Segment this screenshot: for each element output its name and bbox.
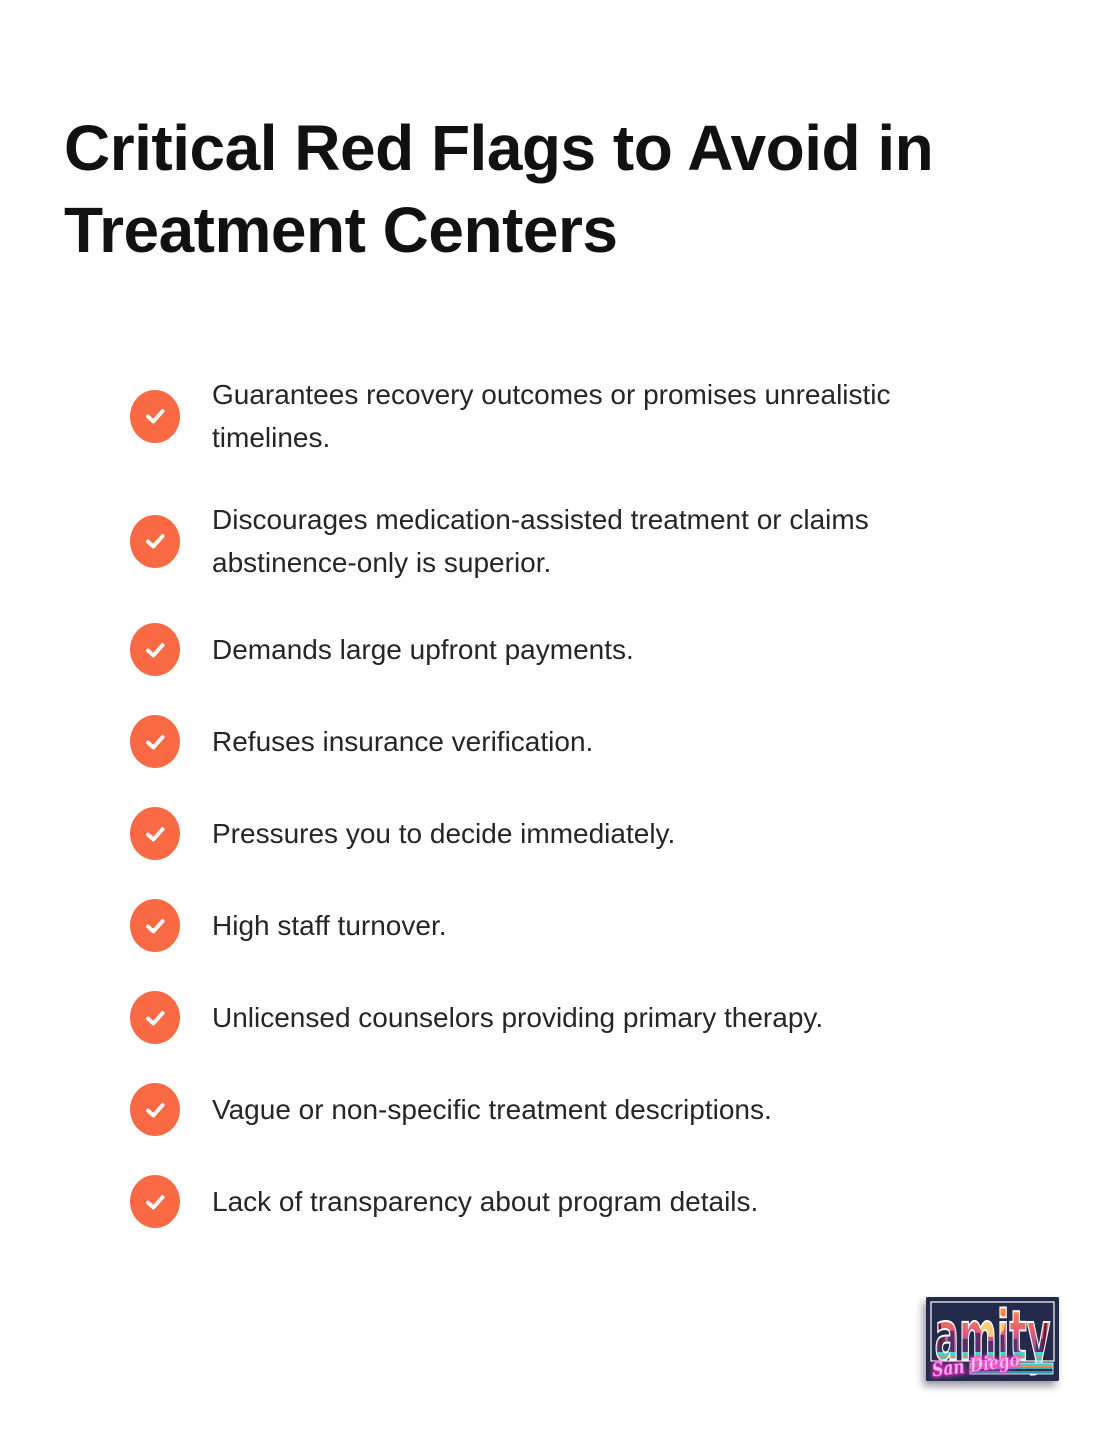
page-title: Critical Red Flags to Avoid in Treatment… [64, 112, 934, 266]
check-icon [130, 1175, 180, 1229]
list-item-label: Guarantees recovery outcomes or promises… [212, 379, 891, 454]
list-item-label: Unlicensed counselors providing primary … [212, 1002, 824, 1034]
check-icon [130, 991, 180, 1045]
logo-frame [930, 1301, 1055, 1362]
list-item-label: Vague or non-specific treatment descript… [212, 1094, 772, 1126]
palm-silhouettes [934, 1309, 1051, 1352]
list-item-label: Pressures you to decide immediately. [212, 818, 676, 850]
check-icon [130, 899, 180, 953]
list-item-label: Demands large upfront payments. [212, 634, 634, 666]
brand-logo: amity [926, 1297, 1059, 1381]
list-item: Unlicensed counselors providing primary … [130, 991, 972, 1045]
logo-water-stripes [969, 1362, 1054, 1375]
check-icon [130, 623, 180, 677]
list-item-label: Lack of transparency about program detai… [212, 1186, 759, 1218]
check-icon [130, 715, 180, 769]
list-item: Demands large upfront payments. [130, 623, 972, 677]
list-item: Vague or non-specific treatment descript… [130, 1083, 972, 1137]
list-item-label: Refuses insurance verification. [212, 726, 594, 758]
list-item: Refuses insurance verification. [130, 715, 972, 769]
list-item: Lack of transparency about program detai… [130, 1175, 972, 1229]
checklist: Guarantees recovery outcomes or promises… [130, 373, 972, 1229]
list-item-label: High staff turnover. [212, 910, 447, 942]
check-icon [130, 389, 180, 443]
check-icon [130, 514, 180, 568]
list-item: Discourages medication-assisted treatmen… [130, 498, 972, 584]
check-icon [130, 807, 180, 861]
list-item: Guarantees recovery outcomes or promises… [130, 373, 972, 459]
list-item: Pressures you to decide immediately. [130, 807, 972, 861]
list-item: High staff turnover. [130, 899, 972, 953]
list-item-label: Discourages medication-assisted treatmen… [212, 504, 869, 579]
check-icon [130, 1083, 180, 1137]
